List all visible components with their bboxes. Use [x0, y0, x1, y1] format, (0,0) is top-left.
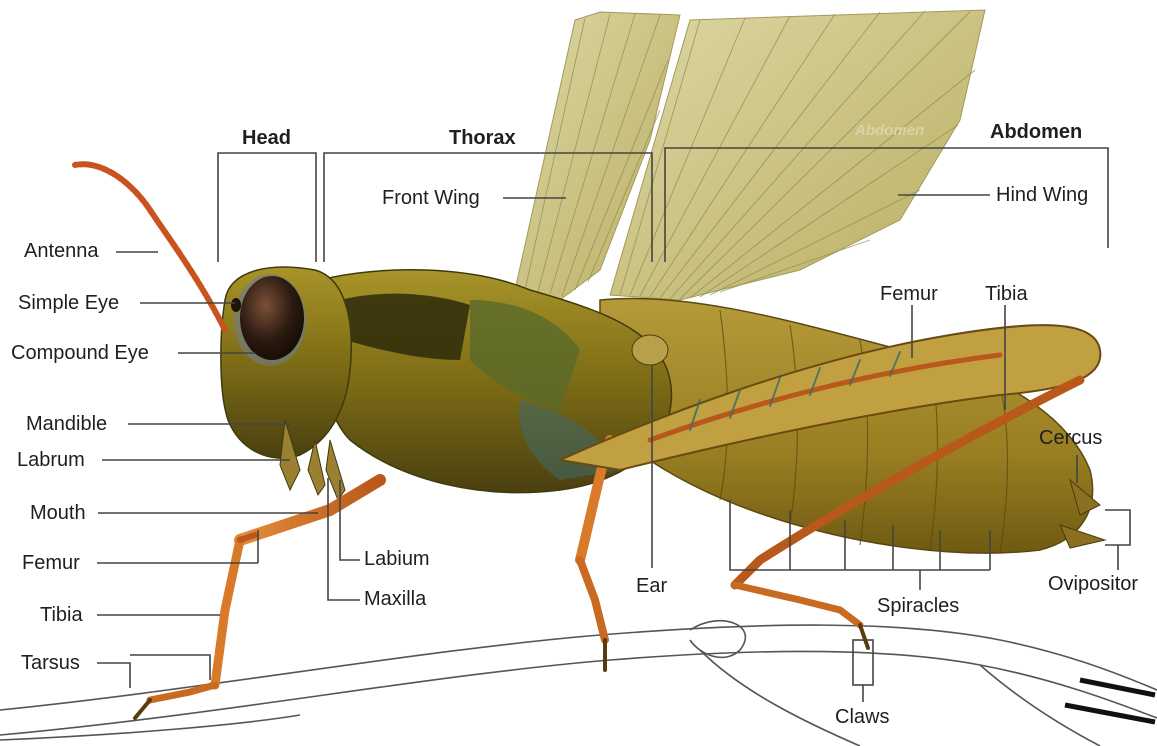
- label-tibia-front: Tibia: [40, 605, 83, 625]
- label-maxilla: Maxilla: [364, 589, 426, 609]
- label-claws: Claws: [835, 707, 889, 727]
- label-thorax: Thorax: [449, 128, 516, 148]
- label-simple-eye: Simple Eye: [18, 293, 119, 313]
- label-ear: Ear: [636, 576, 667, 596]
- label-labrum: Labrum: [17, 450, 85, 470]
- label-labium: Labium: [364, 549, 430, 569]
- label-compound-eye: Compound Eye: [11, 343, 149, 363]
- label-spiracles: Spiracles: [877, 596, 959, 616]
- label-hind-wing: Hind Wing: [996, 185, 1088, 205]
- label-ovipositor: Ovipositor: [1048, 574, 1138, 594]
- label-femur-front: Femur: [22, 553, 80, 573]
- label-mouth: Mouth: [30, 503, 86, 523]
- label-femur-hind: Femur: [880, 284, 938, 304]
- label-tibia-hind: Tibia: [985, 284, 1028, 304]
- label-mandible: Mandible: [26, 414, 107, 434]
- compound-eye-shape: [240, 276, 304, 360]
- branch-outline: [0, 621, 1157, 746]
- label-tarsus: Tarsus: [21, 653, 80, 673]
- label-antenna: Antenna: [24, 241, 99, 261]
- label-abdomen-watermark: Abdomen: [855, 123, 924, 138]
- label-head: Head: [242, 128, 291, 148]
- simple-eye-shape: [231, 298, 241, 312]
- label-cercus: Cercus: [1039, 428, 1102, 448]
- front-leg: [135, 480, 380, 718]
- label-abdomen: Abdomen: [990, 122, 1082, 142]
- head: [221, 267, 351, 500]
- label-front-wing: Front Wing: [382, 188, 480, 208]
